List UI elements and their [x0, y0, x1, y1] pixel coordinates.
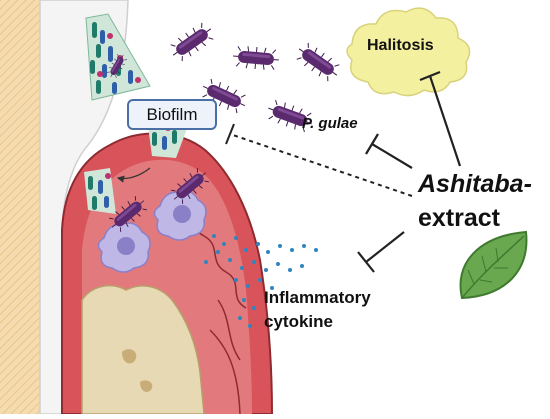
inhibition-arrow-icon: [357, 231, 405, 273]
bacteria-migration-arrow: [116, 167, 151, 183]
inhibition-arrow-icon: [419, 70, 462, 167]
bone-pore: [140, 380, 153, 392]
bacteria-icon: [166, 19, 218, 65]
inhibition-arrow-icon: [225, 123, 413, 197]
biofilm-cluster-icon: [84, 168, 116, 214]
cytokine-dots: [204, 234, 318, 328]
ashitaba-label-line2: extract: [418, 204, 500, 232]
inhibition-arrow-icon: [365, 133, 413, 169]
biofilm-label: Biofilm: [127, 99, 217, 130]
inflammatory-label-line1: Inflammatory: [264, 288, 371, 307]
ashitaba-label-line1: Ashitaba-: [418, 170, 532, 198]
bone-pore: [122, 349, 137, 364]
inflammatory-label-line2: cytokine: [264, 312, 333, 331]
p-gulae-label: P. gulae: [302, 115, 358, 132]
alveolar-bone: [81, 284, 205, 415]
tooth-root: [0, 0, 40, 414]
leaf-icon: [459, 230, 528, 300]
halitosis-cloud-icon: [346, 7, 471, 97]
bacteria-icon: [231, 44, 281, 72]
gum-boundary: [209, 329, 241, 415]
bacteria-icon: [292, 39, 344, 85]
halitosis-label: Halitosis: [367, 37, 434, 54]
